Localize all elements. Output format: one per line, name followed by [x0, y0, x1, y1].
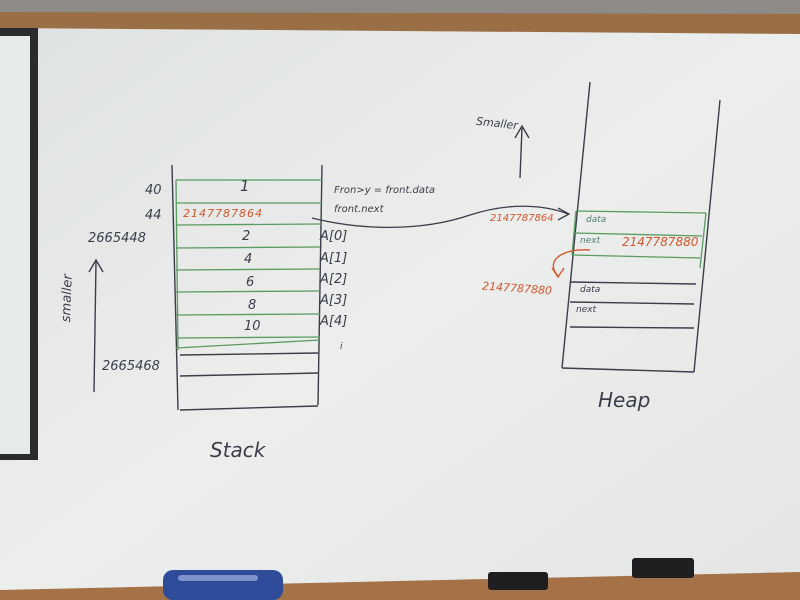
- next-pointer-arrow: [311, 205, 569, 228]
- stack-note-2: A[0]: [320, 229, 348, 244]
- heap-label: Heap: [598, 388, 651, 412]
- stack-row-line-i-top: [179, 352, 319, 356]
- heap-node1-data: data: [586, 215, 607, 225]
- heap-left-line: [561, 81, 591, 369]
- marker-black[interactable]: [488, 572, 548, 590]
- heap-node2-next: next: [576, 305, 597, 315]
- stack-smaller-arrow: [88, 258, 104, 393]
- stack-note-1: front.next: [334, 204, 384, 215]
- board-surface: [0, 28, 800, 592]
- stack-left-line: [171, 164, 179, 411]
- stack-addr-2: 2665448: [88, 231, 146, 246]
- stack-value-2: 2: [242, 229, 251, 244]
- left-panel-screen: [0, 36, 30, 454]
- heap-node1-next: next: [580, 236, 601, 246]
- stack-value-3: 4: [244, 252, 253, 267]
- stack-green-rows: [175, 179, 323, 351]
- heap-diagram: [514, 81, 721, 373]
- heap-right-line: [693, 99, 721, 373]
- stack-value-4: 6: [246, 275, 255, 290]
- stack-value-5: 8: [248, 298, 257, 313]
- heap-bottom-line: [561, 367, 695, 373]
- stack-note-4: A[2]: [320, 272, 348, 287]
- heap-next-pointer-arrowhead: [551, 267, 565, 279]
- heap-node2-mid: [569, 301, 695, 305]
- next-pointer-arrowhead: [557, 207, 571, 221]
- stack-addr-7: 2665468: [102, 359, 160, 374]
- eraser-label: [178, 575, 258, 581]
- heap-smaller-arrowhead: [514, 124, 530, 139]
- stack-diagram: [171, 164, 323, 411]
- heap-node2-data: data: [580, 285, 601, 295]
- stack-bottom-line: [179, 405, 319, 411]
- stack-note-0: Fron>y = front.data: [334, 185, 436, 196]
- eraser[interactable]: [163, 570, 283, 600]
- heap-node1-addr: 2147787864: [490, 213, 554, 224]
- stack-note-6: A[4]: [320, 314, 348, 329]
- stack-smaller-label: smaller: [59, 274, 76, 323]
- heap-node1-next-value: 2147787880: [622, 235, 699, 249]
- stack-value-6: 10: [244, 319, 261, 334]
- stack-label: Stack: [210, 438, 266, 462]
- heap-node1: [571, 210, 707, 269]
- stack-note-7: i: [340, 342, 343, 352]
- stack-note-3: A[1]: [320, 251, 348, 266]
- stack-value-1: 2147787864: [183, 207, 263, 220]
- stack-addr-0: 40: [145, 183, 162, 198]
- heap-smaller-arrow: [519, 127, 523, 179]
- stack-right-line: [317, 164, 323, 406]
- marker-dark[interactable]: [632, 558, 694, 578]
- heap-node2-bottom: [569, 326, 695, 329]
- stack-value-0: 1: [240, 177, 250, 195]
- stack-row-line-i-bottom: [179, 372, 319, 377]
- heap-node2-top: [569, 281, 697, 285]
- stack-note-5: A[3]: [320, 293, 348, 308]
- stack-addr-1: 44: [145, 208, 162, 223]
